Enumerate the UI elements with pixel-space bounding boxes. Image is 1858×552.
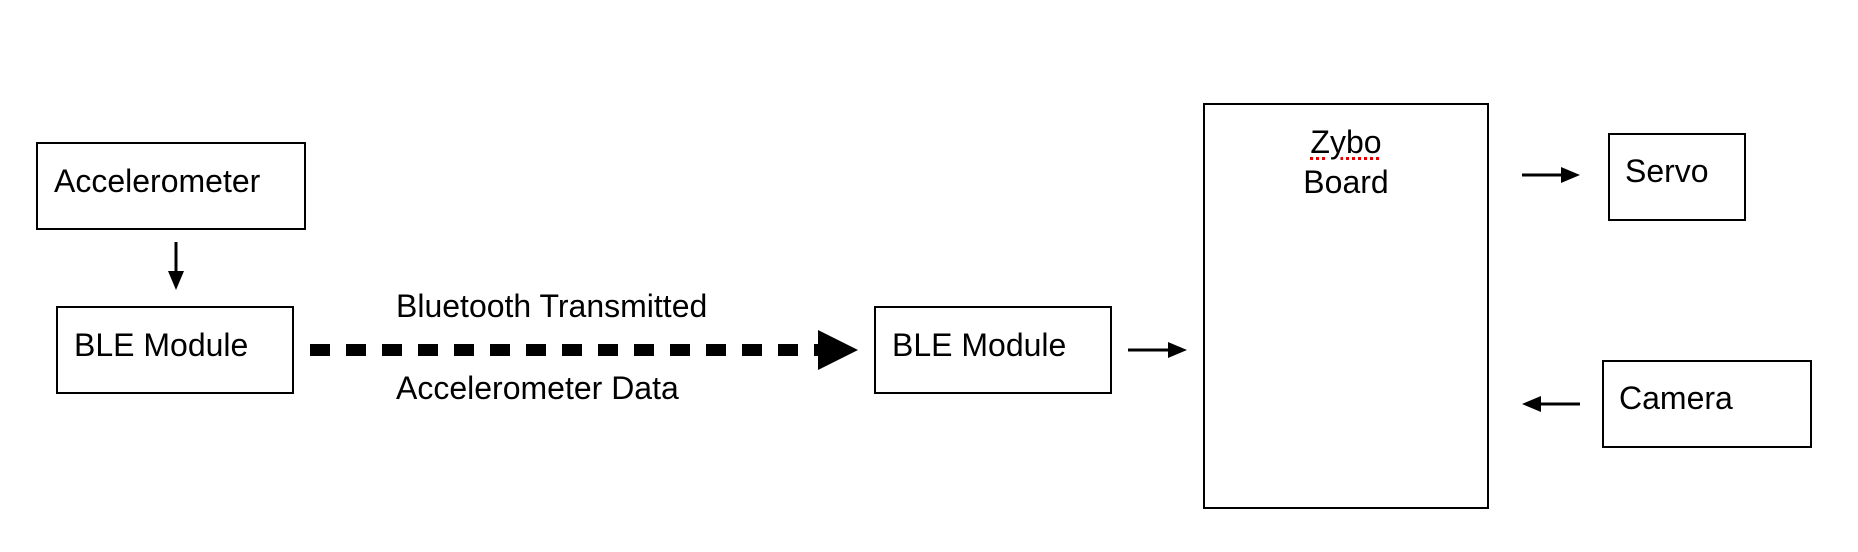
arrow-accelerometer-to-ble [168, 242, 184, 290]
zybo-board-subtitle: Board [1205, 162, 1487, 202]
servo-box: Servo [1608, 133, 1746, 221]
ble-module-tx-box: BLE Module [56, 306, 294, 394]
accelerometer-box: Accelerometer [36, 142, 306, 230]
zybo-board-title: Zybo [1205, 122, 1487, 162]
camera-label: Camera [1619, 380, 1733, 416]
accelerometer-label: Accelerometer [54, 163, 261, 199]
zybo-label-line2: Board [1303, 164, 1389, 200]
servo-label: Servo [1625, 153, 1709, 189]
camera-box: Camera [1602, 360, 1812, 448]
arrow-ble-to-zybo [1128, 342, 1187, 358]
zybo-board-box: Zybo Board [1203, 103, 1489, 509]
ble-module-tx-label: BLE Module [74, 327, 249, 363]
zybo-label-line1: Zybo [1310, 124, 1382, 160]
arrow-zybo-to-servo [1522, 167, 1580, 183]
ble-module-rx-label: BLE Module [892, 327, 1067, 363]
ble-module-rx-box: BLE Module [874, 306, 1112, 394]
arrow-camera-to-zybo [1522, 396, 1580, 412]
bluetooth-dashed-arrow [310, 330, 858, 370]
link-label-top: Bluetooth Transmitted [396, 288, 708, 324]
link-label-bottom: Accelerometer Data [396, 370, 679, 406]
